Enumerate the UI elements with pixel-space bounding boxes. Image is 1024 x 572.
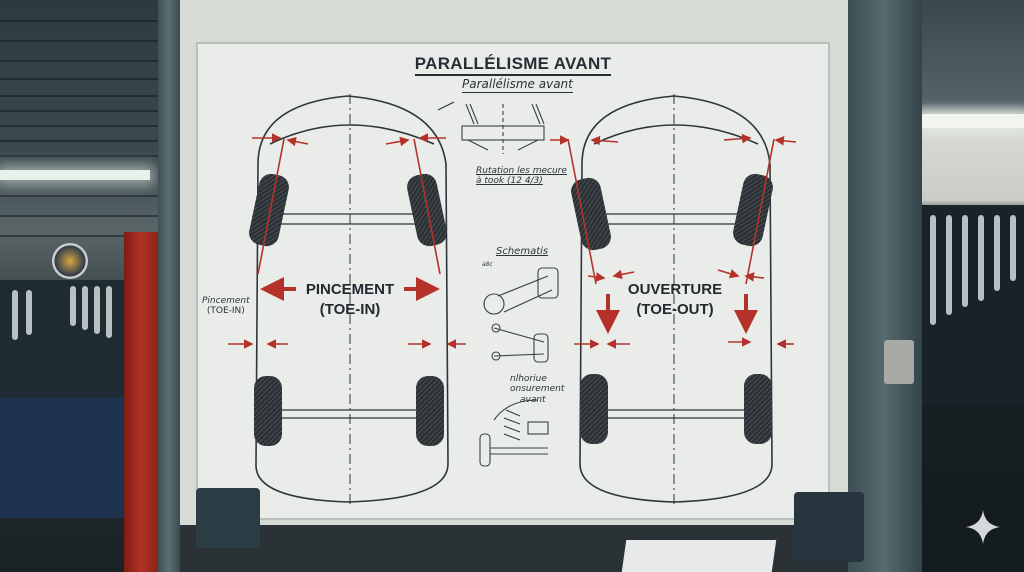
tire-rear-right-out bbox=[744, 374, 772, 444]
car-diagram-toe-in bbox=[255, 94, 449, 504]
whiteboard: PARALLÉLISME AVANT Parallélisme avant bbox=[196, 42, 830, 520]
note-wear: nlhoriue onsurement avant bbox=[510, 374, 565, 405]
tire-rear-left-out bbox=[580, 374, 608, 444]
electrical-switch-box bbox=[884, 340, 914, 384]
pegboard-tools-left bbox=[0, 280, 124, 400]
note-rotation: Rutation les mecure à took (12 4/3) bbox=[476, 166, 567, 187]
note-schematic: Schematis bbox=[496, 246, 549, 257]
suspension-sketch-middle bbox=[483, 267, 559, 363]
alignment-diagram bbox=[228, 94, 797, 504]
blue-workbench bbox=[0, 398, 124, 518]
wall-clock bbox=[52, 243, 88, 279]
steel-pillar-right bbox=[848, 0, 922, 572]
wrench-rack bbox=[922, 205, 1024, 405]
tire-rear-left bbox=[254, 376, 282, 446]
car-diagram-toe-out bbox=[579, 94, 773, 504]
fluorescent-light-left bbox=[0, 170, 150, 180]
red-tool-cabinet bbox=[124, 232, 158, 572]
sparkle-icon bbox=[966, 510, 1000, 544]
steel-pillar-left bbox=[158, 0, 180, 572]
tire-rear-right bbox=[416, 376, 444, 446]
bench-vise-left bbox=[196, 488, 260, 548]
handwritten-subtitle: Parallélisme avant bbox=[462, 77, 573, 93]
papers-on-bench bbox=[621, 540, 777, 572]
side-note-toe-in: Pincement (TOE-IN) bbox=[202, 296, 250, 317]
fluorescent-light-right bbox=[922, 114, 1024, 128]
tire-front-left-out bbox=[571, 177, 611, 251]
note-schematic-small: a8c bbox=[482, 261, 493, 268]
tire-front-right-out bbox=[733, 173, 773, 247]
tire-front-left bbox=[249, 173, 289, 247]
label-toe-out: OUVERTURE (TOE-OUT) bbox=[627, 281, 723, 318]
label-toe-in: PINCEMENT (TOE-IN) bbox=[305, 281, 395, 318]
bench-vise-right bbox=[794, 492, 864, 562]
suspension-sketch-bottom bbox=[479, 399, 549, 467]
suspension-sketch-top bbox=[461, 103, 545, 154]
board-title: PARALLÉLISME AVANT bbox=[198, 54, 828, 76]
